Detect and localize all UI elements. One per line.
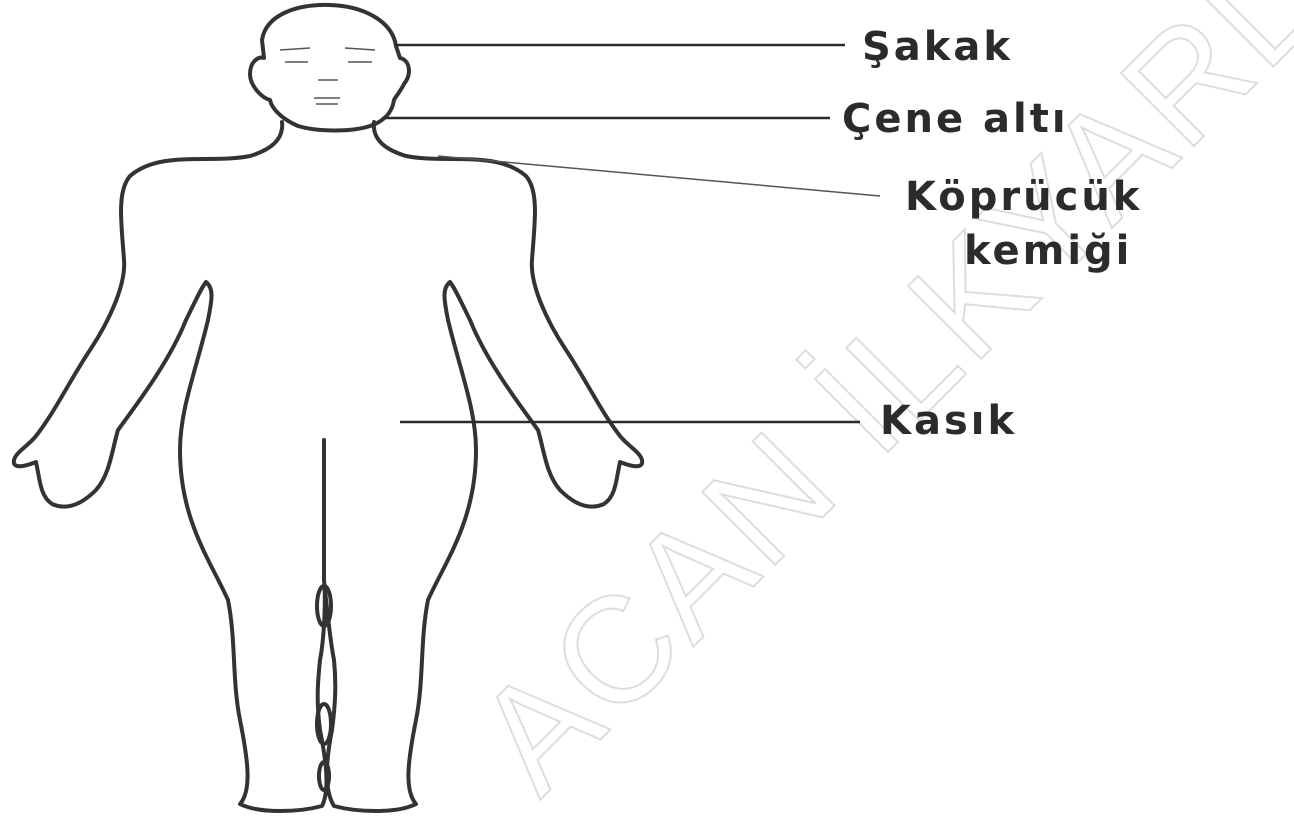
collarbone-label-line1: Köprücük [905, 174, 1142, 220]
temple-label: Şakak [862, 24, 1013, 70]
groin-label: Kasık [880, 398, 1017, 444]
head-outline [250, 5, 409, 131]
right-eyebrow [345, 48, 375, 50]
left-eyebrow [280, 48, 310, 50]
collarbone-leader-line [438, 156, 880, 196]
under-chin-label: Çene altı [842, 96, 1069, 142]
collarbone-label-line2: kemiği [964, 228, 1132, 274]
